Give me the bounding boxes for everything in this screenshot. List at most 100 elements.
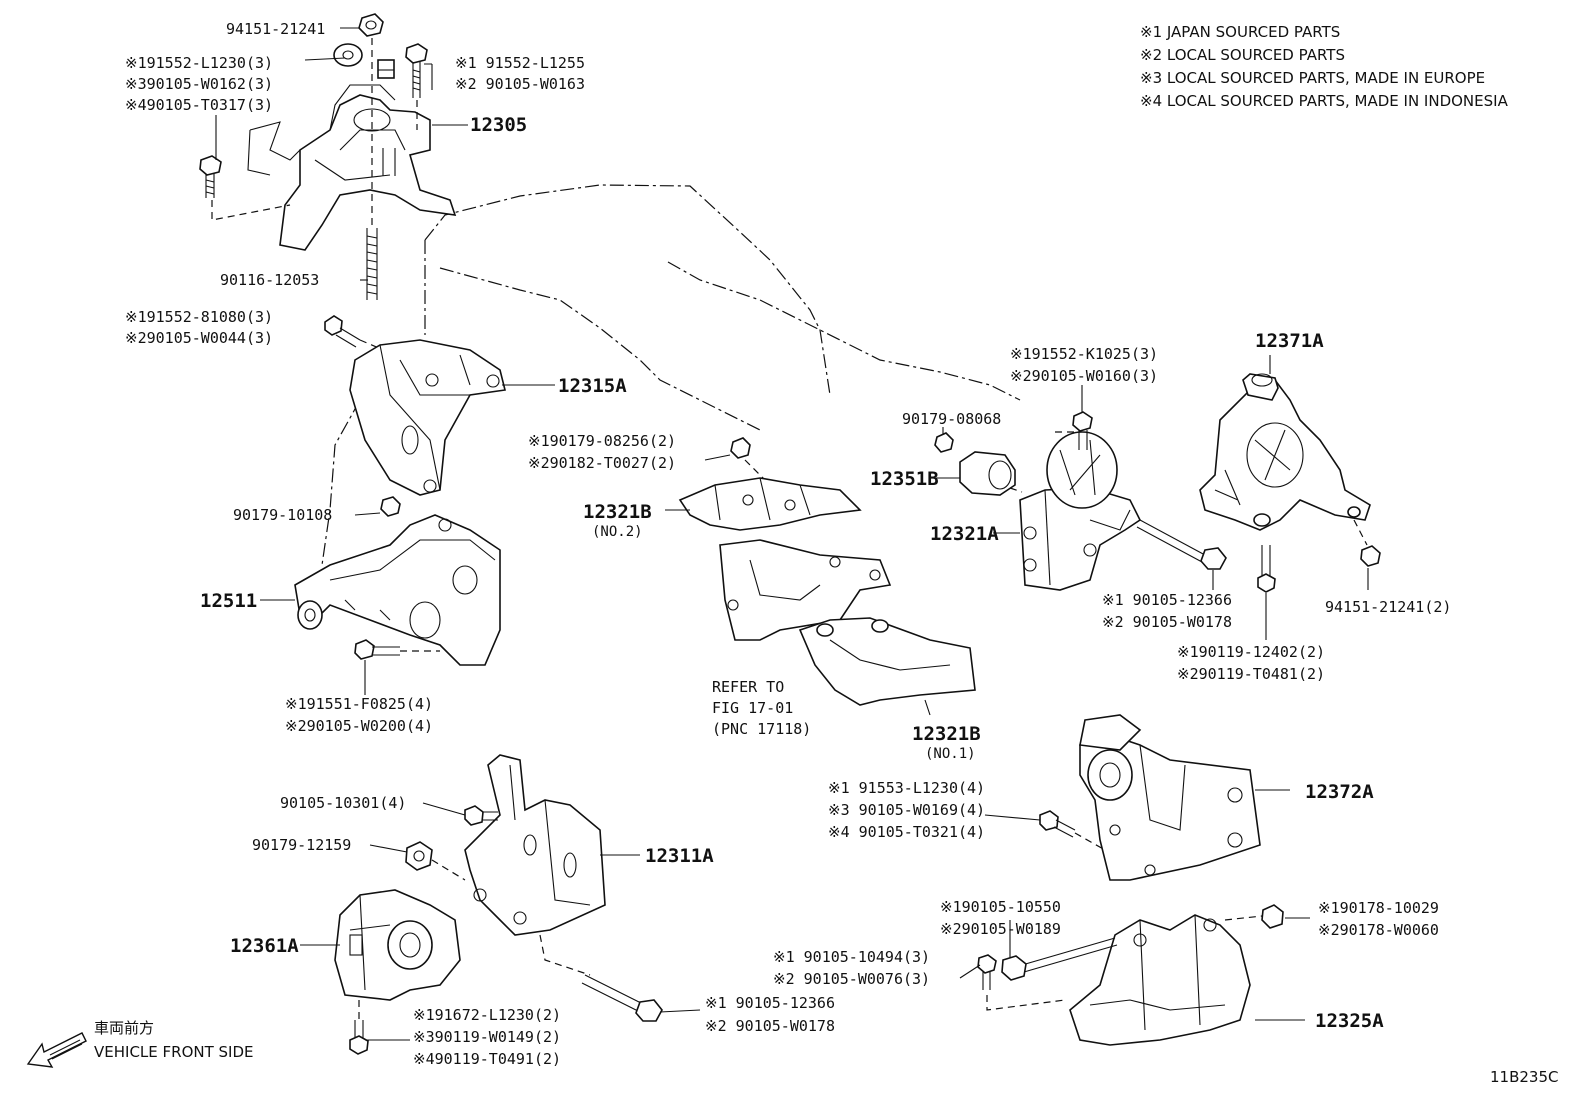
- part-12305-mount: [247, 59, 457, 251]
- exhaust-bracket: [719, 539, 892, 641]
- part-12361A-mount: [334, 889, 461, 1001]
- label-12371A: 12371A: [1255, 330, 1324, 352]
- part-labels: 94151-21241 ※191552-L1230(3) ※390105-W01…: [125, 20, 1451, 1068]
- bolt-icon: [1072, 411, 1093, 450]
- nut-icon: [730, 437, 751, 459]
- label-90105-W0044: ※290105-W0044(3): [125, 329, 273, 347]
- label-91553-L1230: ※1 91553-L1230(4): [828, 779, 985, 797]
- nut-icon: [1261, 904, 1284, 929]
- stud-bolt-icon: [366, 228, 378, 300]
- label-90119-T0491: ※490119-T0491(2): [413, 1050, 561, 1068]
- part-12321A-mount: [1019, 431, 1142, 591]
- diagram-code: 11B235C: [1490, 1068, 1558, 1086]
- nut-icon: [380, 496, 401, 517]
- label-90105-W0200: ※290105-W0200(4): [285, 717, 433, 735]
- part-12315A-bracket: [349, 339, 506, 496]
- label-90179-08068: 90179-08068: [902, 410, 1001, 428]
- label-91552-L1255: ※1 91552-L1255: [455, 54, 585, 72]
- nut-icon: [358, 13, 384, 37]
- label-12511: 12511: [200, 590, 257, 612]
- part-12351B-bushing: [959, 451, 1016, 496]
- part-12321B-no1-shield: [798, 617, 976, 706]
- label-91551-F0825: ※191551-F0825(4): [285, 695, 433, 713]
- refer-line-2: FIG 17-01: [712, 699, 793, 717]
- washer-icon: [333, 43, 363, 67]
- label-90178-10029: ※190178-10029: [1318, 899, 1439, 917]
- label-90119-T0481: ※290119-T0481(2): [1177, 665, 1325, 683]
- vehicle-front-indicator: 車両前方 VEHICLE FRONT SIDE: [26, 1019, 254, 1068]
- nut-icon: [1360, 545, 1381, 567]
- label-90119-W0149: ※390119-W0149(2): [413, 1028, 561, 1046]
- label-12305: 12305: [470, 114, 527, 136]
- part-12511-bracket: [294, 514, 501, 666]
- nut-icon: [934, 432, 954, 453]
- bolt-icon: [1039, 810, 1076, 838]
- label-90178-W0060: ※290178-W0060: [1318, 921, 1439, 939]
- bolt-icon: [977, 954, 997, 990]
- leader-lines: [215, 27, 1369, 1041]
- label-91552-K1025: ※191552-K1025(3): [1010, 345, 1158, 363]
- label-94151-21241: 94151-21241: [226, 20, 325, 38]
- label-12315A: 12315A: [558, 375, 627, 397]
- bolt-icon: [405, 43, 428, 98]
- part-12372A-bracket: [1079, 714, 1261, 881]
- label-90105-12366-bottom: ※1 90105-12366: [705, 994, 835, 1012]
- note-indonesia: ※4 LOCAL SOURCED PARTS, MADE IN INDONESI…: [1140, 92, 1509, 110]
- sourcing-notes: ※1 JAPAN SOURCED PARTS ※2 LOCAL SOURCED …: [1140, 23, 1509, 110]
- label-90105-W0076: ※2 90105-W0076(3): [773, 970, 930, 988]
- bolt-icon: [354, 639, 400, 660]
- through-bolt-icon: [581, 974, 663, 1022]
- label-90105-12366-right: ※1 90105-12366: [1102, 591, 1232, 609]
- part-12371A-mount: [1199, 373, 1371, 531]
- front-label-en: VEHICLE FRONT SIDE: [94, 1043, 254, 1061]
- label-90116-12053: 90116-12053: [220, 271, 319, 289]
- label-90105-W0163: ※2 90105-W0163: [455, 75, 585, 93]
- label-12351B: 12351B: [870, 468, 939, 490]
- bolt-icon: [199, 155, 222, 198]
- left-down-arrow-icon: [26, 1032, 87, 1068]
- label-90105-10494: ※1 90105-10494(3): [773, 948, 930, 966]
- label-91552-81080: ※191552-81080(3): [125, 308, 273, 326]
- label-91552-L1230: ※191552-L1230(3): [125, 54, 273, 72]
- label-90105-W0160: ※290105-W0160(3): [1010, 367, 1158, 385]
- label-12361A: 12361A: [230, 935, 299, 957]
- through-bolt-icon: [1136, 519, 1227, 570]
- part-12321B-no2-shield: [678, 477, 862, 531]
- label-12321B-no2-sub: (NO.2): [592, 524, 643, 540]
- label-90105-W0178-bottom: ※2 90105-W0178: [705, 1017, 835, 1035]
- label-12321B-no1-sub: (NO.1): [925, 746, 976, 762]
- part-12311A-bracket: [464, 754, 606, 936]
- label-90105-T0321: ※4 90105-T0321(4): [828, 823, 985, 841]
- part-12325A-bracket: [1069, 914, 1251, 1046]
- bolt-icon: [349, 1020, 369, 1055]
- refer-line-1: REFER TO: [712, 678, 784, 696]
- bolt-icon: [324, 315, 361, 348]
- label-90179-10108: 90179-10108: [233, 506, 332, 524]
- label-90105-W0162: ※390105-W0162(3): [125, 75, 273, 93]
- mount-stud-icon: [382, 148, 396, 176]
- label-90179-12159: 90179-12159: [252, 836, 351, 854]
- note-japan: ※1 JAPAN SOURCED PARTS: [1140, 23, 1340, 41]
- label-90105-10301: 90105-10301(4): [280, 794, 406, 812]
- label-91672-L1230: ※191672-L1230(2): [413, 1006, 561, 1024]
- label-90105-10550: ※190105-10550: [940, 898, 1061, 916]
- label-90105-T0317: ※490105-T0317(3): [125, 96, 273, 114]
- label-90179-08256: ※190179-08256(2): [528, 432, 676, 450]
- label-90105-W0169: ※3 90105-W0169(4): [828, 801, 985, 819]
- label-90105-W0178-right: ※2 90105-W0178: [1102, 613, 1232, 631]
- through-bolt-icon: [1001, 937, 1118, 981]
- label-12372A: 12372A: [1305, 781, 1374, 803]
- note-local: ※2 LOCAL SOURCED PARTS: [1140, 46, 1345, 64]
- refer-line-3: (PNC 17118): [712, 720, 811, 738]
- label-12311A: 12311A: [645, 845, 714, 867]
- label-90105-W0189: ※290105-W0189: [940, 920, 1061, 938]
- label-12321B-no2: 12321B: [583, 501, 652, 523]
- front-label-jp: 車両前方: [94, 1019, 154, 1037]
- label-12321A: 12321A: [930, 523, 999, 545]
- bolt-icon: [464, 805, 498, 826]
- label-12325A: 12325A: [1315, 1010, 1384, 1032]
- label-94151-21241-2: 94151-21241(2): [1325, 598, 1451, 616]
- label-12321B-no1: 12321B: [912, 723, 981, 745]
- note-europe: ※3 LOCAL SOURCED PARTS, MADE IN EUROPE: [1140, 69, 1485, 87]
